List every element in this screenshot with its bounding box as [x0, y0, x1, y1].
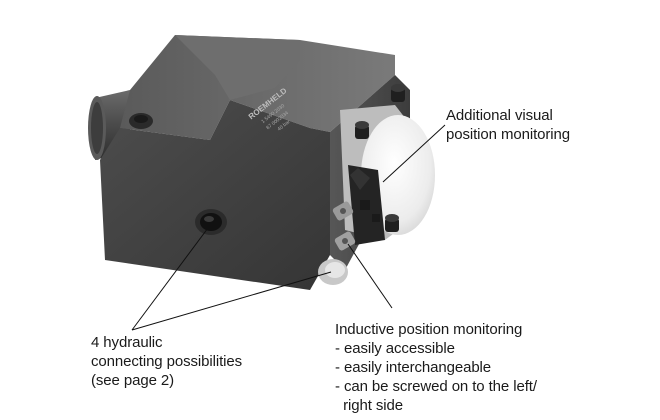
leader-line-hydraulic-2	[131, 271, 332, 331]
sensor-head-lower	[334, 231, 356, 251]
piston-shaft	[88, 90, 130, 160]
block-top-step	[175, 35, 300, 100]
callout-hydraulic-line-2: connecting possibilities	[91, 353, 243, 370]
callout-visual-line-1: Additional visual	[446, 107, 553, 124]
callout-inductive-bullet-2: - easily interchangeable	[335, 359, 492, 376]
callout-inductive-bullet-4: right side	[335, 397, 403, 414]
cap-bolts	[355, 84, 405, 232]
bottom-plug	[318, 259, 348, 285]
callout-visual-monitoring: Additional visual position monitoring	[446, 106, 570, 144]
leader-line-inductive	[347, 243, 393, 309]
inductive-sensor-block	[348, 165, 385, 245]
callout-inductive-bullet-3: - can be screwed on to the left/	[335, 378, 537, 395]
hydraulic-port	[195, 209, 227, 235]
callout-inductive-bullet-1: - easily accessible	[335, 340, 455, 357]
sensor-head-upper	[332, 201, 354, 221]
callout-hydraulic-line-3: (see page 2)	[91, 372, 175, 389]
leader-line-hydraulic-1	[131, 227, 209, 331]
callout-inductive-title: Inductive position monitoring	[335, 321, 523, 338]
callout-inductive-monitoring: Inductive position monitoring - easily a…	[335, 320, 537, 415]
callout-hydraulic-connections: 4 hydraulic connecting possibilities (se…	[91, 333, 242, 390]
block-front-face	[100, 100, 330, 290]
leader-line-visual	[382, 124, 446, 183]
callout-hydraulic-line-1: 4 hydraulic	[91, 334, 163, 351]
callout-visual-line-2: position monitoring	[446, 126, 571, 143]
